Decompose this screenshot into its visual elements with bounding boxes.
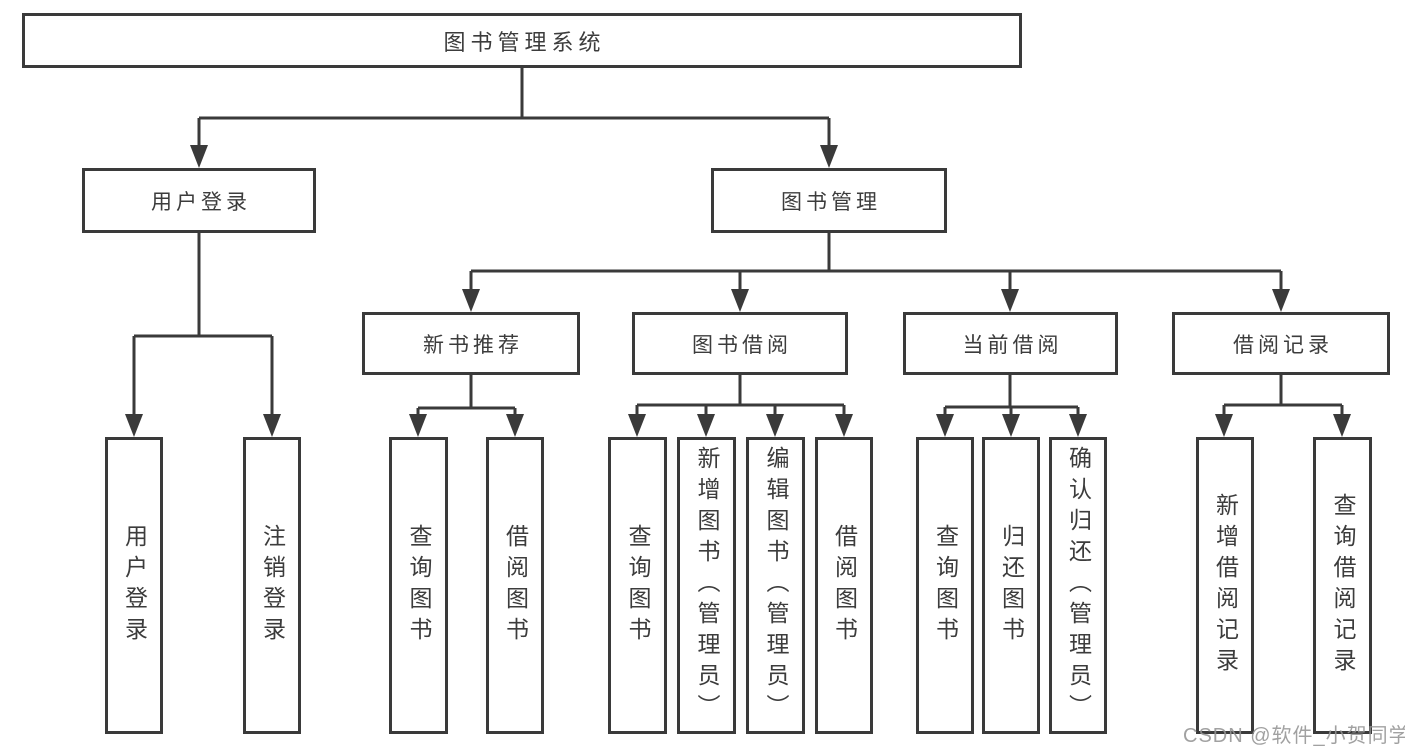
watermark: CSDN @软件_小贺同学 <box>1183 725 1405 747</box>
node-label: 新增借阅记录 <box>1212 492 1239 679</box>
node-return-books: 归还图书 <box>982 437 1040 734</box>
node-label: 用户登录 <box>151 190 251 214</box>
node-label: 用户登录 <box>121 523 148 648</box>
node-edit-books-admin: 编辑图书（管理员） <box>746 437 805 734</box>
arrow-icon <box>1215 414 1233 437</box>
arrow-icon <box>1069 414 1087 437</box>
arrow-icon <box>409 414 427 437</box>
arrow-icon <box>1001 289 1019 312</box>
connector-newbook-children <box>416 375 517 416</box>
node-label: 查询借阅记录 <box>1330 492 1356 679</box>
node-confirm-return-admin: 确认归还（管理员） <box>1049 437 1107 734</box>
node-book-borrowing: 图书借阅 <box>632 312 848 375</box>
node-query-books-recommend: 查询图书 <box>389 437 448 734</box>
node-label: 确认归还（管理员） <box>1065 446 1092 725</box>
arrow-icon <box>1002 414 1020 437</box>
node-label: 编辑图书（管理员） <box>763 446 789 725</box>
node-label: 当前借阅 <box>962 333 1063 357</box>
connector-currentborrow-children <box>943 375 1080 416</box>
connector-bookmgmt-to-level3 <box>469 233 1283 291</box>
node-borrowing-records: 借阅记录 <box>1172 312 1390 375</box>
node-label: 借阅图书 <box>831 523 858 648</box>
node-label: 查询图书 <box>932 523 959 648</box>
arrow-icon <box>1272 289 1290 312</box>
node-current-borrowing: 当前借阅 <box>903 312 1118 375</box>
node-library-system: 图书管理系统 <box>22 13 1022 68</box>
node-user-login-leaf: 用户登录 <box>105 437 163 734</box>
arrow-icon <box>506 414 524 437</box>
node-label: 图书管理系统 <box>443 29 606 55</box>
arrow-icon <box>1333 414 1351 437</box>
arrow-icon <box>835 414 853 437</box>
arrow-icon <box>190 145 208 168</box>
connector-bookborrow-children <box>635 375 846 416</box>
connector-borrowrecord-children <box>1222 375 1344 416</box>
arrow-icon <box>125 414 143 437</box>
arrow-icon <box>766 414 784 437</box>
node-logout-leaf: 注销登录 <box>243 437 301 734</box>
arrow-icon <box>628 414 646 437</box>
node-add-borrow-record: 新增借阅记录 <box>1196 437 1254 734</box>
arrow-icon <box>936 414 954 437</box>
node-label: 借阅记录 <box>1233 333 1333 357</box>
node-label: 图书管理 <box>781 190 881 214</box>
node-book-management: 图书管理 <box>711 168 947 233</box>
node-label: 新增图书（管理员） <box>694 446 720 725</box>
connector-userlogin-children <box>132 233 274 416</box>
node-new-book-recommendation: 新书推荐 <box>362 312 580 375</box>
node-label: 注销登录 <box>259 523 286 648</box>
node-borrow-books-recommend: 借阅图书 <box>486 437 544 734</box>
arrow-icon <box>697 414 715 437</box>
arrow-icon <box>263 414 281 437</box>
node-label: 归还图书 <box>998 523 1025 648</box>
node-label: 查询图书 <box>406 523 432 648</box>
node-query-books-current: 查询图书 <box>916 437 974 734</box>
node-label: 图书借阅 <box>692 333 792 357</box>
node-label: 查询图书 <box>625 523 651 648</box>
arrow-icon <box>731 289 749 312</box>
arrow-icon <box>462 289 480 312</box>
arrow-icon <box>820 145 838 168</box>
node-label: 借阅图书 <box>502 523 529 648</box>
node-borrow-books-leaf: 借阅图书 <box>815 437 873 734</box>
node-user-login: 用户登录 <box>82 168 316 233</box>
connector-root-to-level2 <box>197 68 831 147</box>
node-label: 新书推荐 <box>423 333 523 357</box>
node-add-books-admin: 新增图书（管理员） <box>677 437 736 734</box>
arrowheads <box>125 145 1351 437</box>
connector-lines <box>132 68 1344 416</box>
node-query-books-borrowing: 查询图书 <box>608 437 667 734</box>
node-query-borrow-record: 查询借阅记录 <box>1313 437 1372 734</box>
